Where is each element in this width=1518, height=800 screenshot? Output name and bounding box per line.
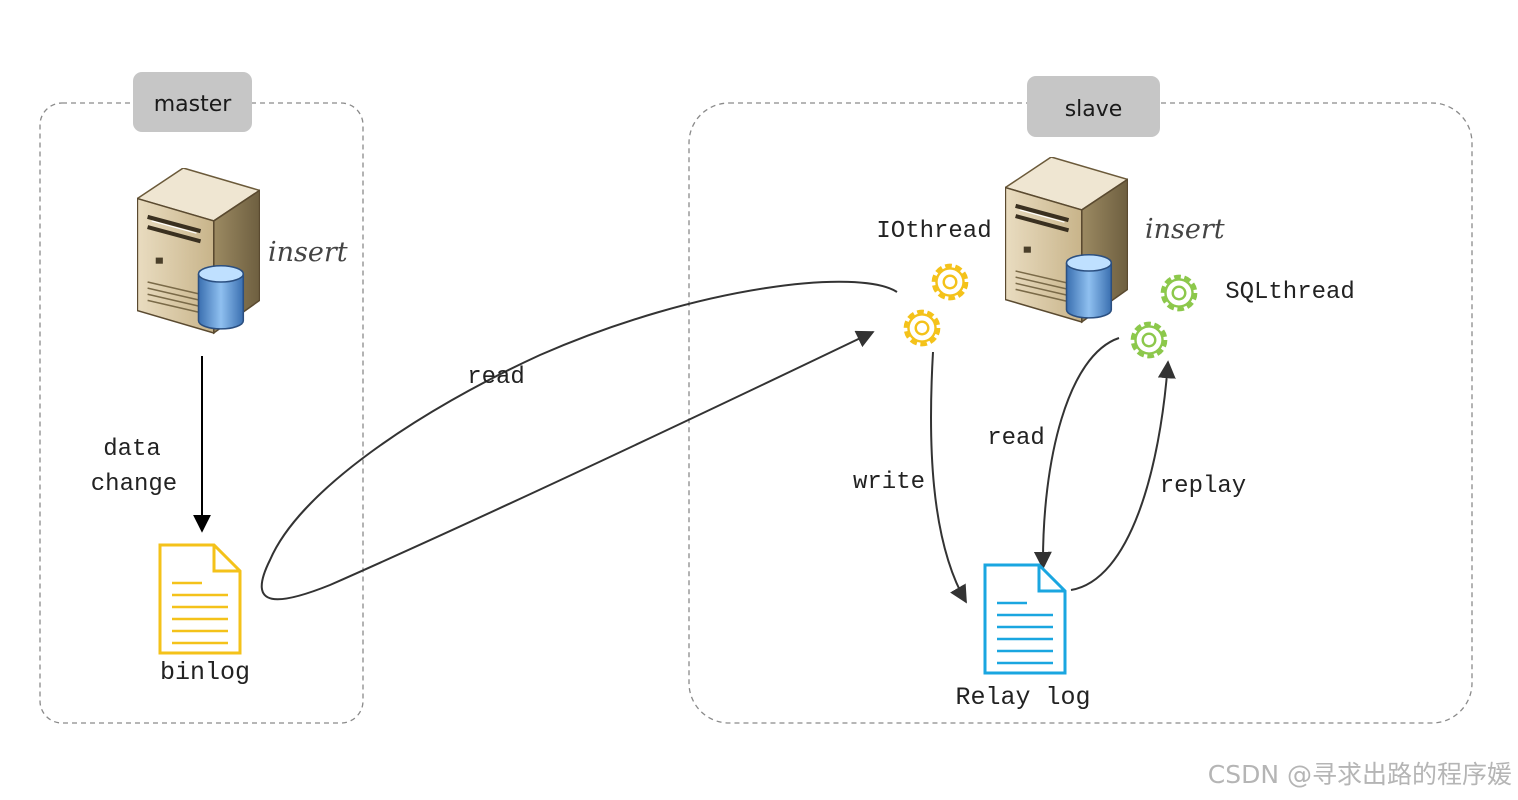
write-label: write bbox=[853, 469, 925, 496]
slave-insert-label: insert bbox=[1145, 214, 1225, 245]
sql-thread-gear-icon-upper bbox=[1160, 274, 1198, 312]
write-arrow bbox=[929, 351, 967, 604]
sql-thread-label: SQLthread bbox=[1225, 279, 1355, 306]
data-change-label-line1: data bbox=[103, 436, 161, 463]
slave-label-pill: slave bbox=[1027, 76, 1160, 137]
binlog-document-icon bbox=[158, 543, 242, 655]
sql-read-arrow bbox=[1033, 337, 1120, 570]
master-insert-label: insert bbox=[268, 237, 348, 268]
master-label-pill: master bbox=[133, 72, 252, 132]
watermark-text: CSDN @寻求出路的程序媛 bbox=[1208, 760, 1512, 789]
sql-read-label: read bbox=[987, 425, 1045, 452]
replay-label: replay bbox=[1160, 473, 1246, 500]
cross-read-label: read bbox=[467, 364, 525, 391]
replay-arrow bbox=[1070, 360, 1176, 591]
io-read-loop-arrow bbox=[260, 280, 898, 601]
master-server-icon bbox=[137, 168, 259, 333]
io-thread-gear-icon-lower bbox=[903, 309, 941, 347]
data-change-label-line2: change bbox=[91, 471, 177, 498]
sql-thread-gear-icon-lower bbox=[1130, 321, 1168, 359]
io-thread-gear-icon-upper bbox=[931, 263, 969, 301]
master-label: master bbox=[154, 92, 233, 117]
relay-log-label: Relay log bbox=[955, 683, 1090, 712]
binlog-label: binlog bbox=[160, 658, 250, 687]
io-thread-label: IOthread bbox=[876, 218, 991, 245]
relay-log-document-icon bbox=[983, 563, 1067, 675]
slave-server-icon bbox=[1005, 157, 1127, 322]
slave-label: slave bbox=[1065, 97, 1123, 122]
